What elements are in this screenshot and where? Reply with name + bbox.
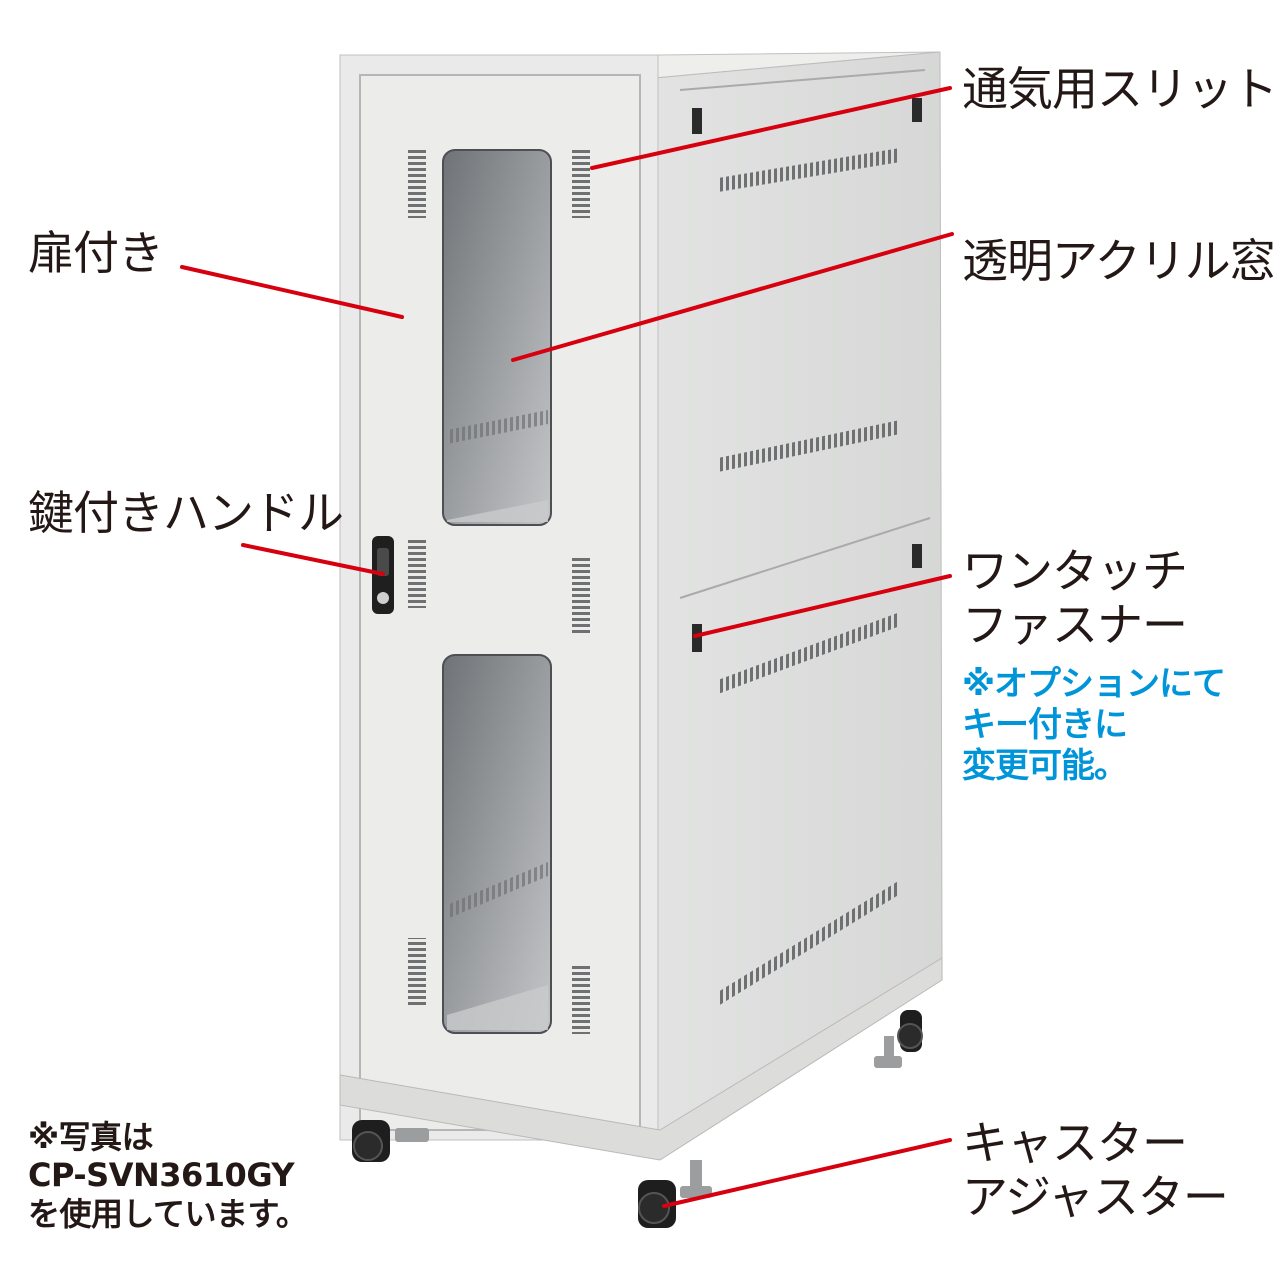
leader-locking-handle [241, 543, 385, 576]
leader-caster [662, 1138, 952, 1208]
vent-slit-label: 通気用スリット [962, 62, 1278, 116]
fastener-option-note: ※オプションにて キー付きに 変更可能。 [962, 664, 1226, 786]
leader-door [180, 265, 404, 319]
leader-acrylic-window [511, 232, 954, 362]
acrylic-window-label: 透明アクリル窓 [962, 234, 1276, 288]
caster-label-line1: キャスター [962, 1116, 1188, 1170]
casters [352, 1010, 923, 1228]
leader-fastener [693, 574, 952, 638]
fastener-label-line1: ワンタッチ [962, 544, 1188, 598]
door-label: 扉付き [28, 226, 164, 280]
upper-acrylic-window [442, 149, 552, 526]
fastener-label-line2: ファスナー [962, 598, 1188, 652]
caster-label-line2: アジャスター [962, 1170, 1229, 1224]
leader-vent-slit [590, 86, 952, 170]
lower-acrylic-window [442, 654, 552, 1034]
cabinet-side-panel [654, 51, 943, 1141]
photo-model-note: ※写真は CP-SVN3610GY を使用しています。 [28, 1118, 308, 1233]
locking-handle-label: 鍵付きハンドル [28, 486, 344, 540]
